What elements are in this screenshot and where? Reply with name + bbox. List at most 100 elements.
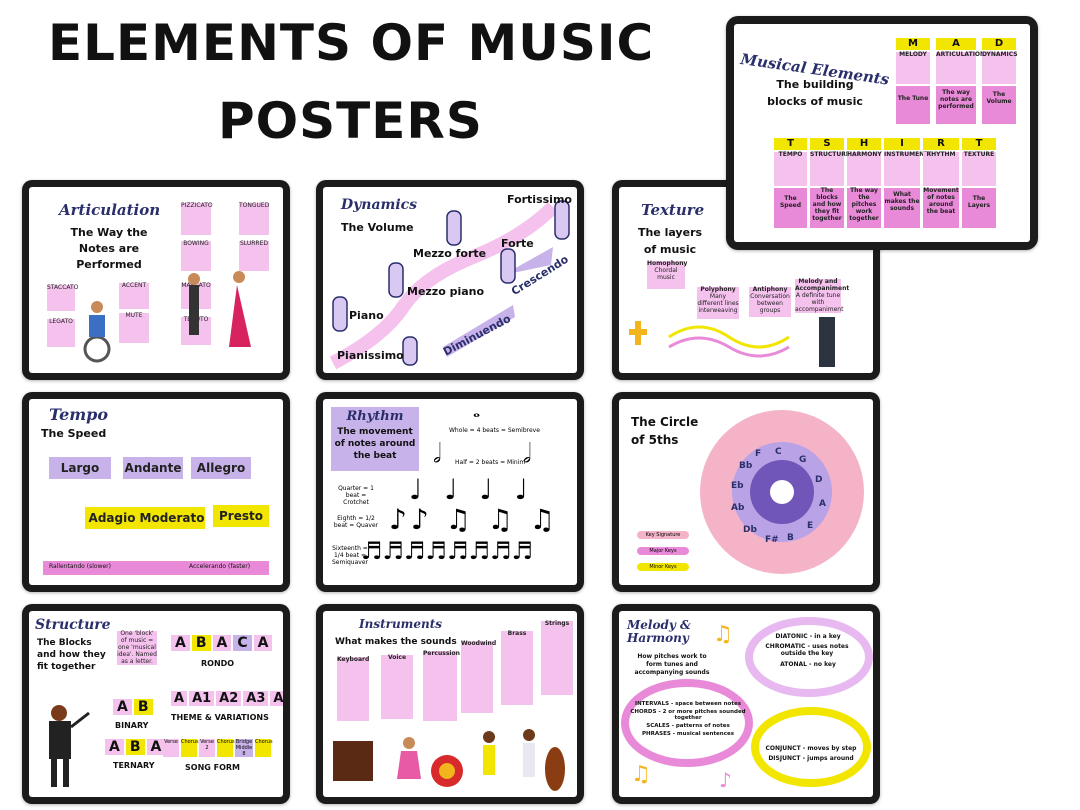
melody-subtitle: How pitches work to form tunes and accom…	[634, 653, 710, 677]
legato-card: LEGATO	[47, 318, 75, 347]
circle-key-e: E	[807, 521, 814, 531]
accent-card: ACCENT	[119, 282, 149, 309]
tempo-scale-arrow	[43, 561, 269, 575]
song-form-blocks: Verse Chorus Verse 2 Chorus Bridge Middl…	[163, 739, 273, 757]
binary-label: BINARY	[115, 721, 149, 730]
structure-subtitle: The Blocks and how they fit together	[37, 638, 106, 673]
cloud3-conjunct: CONJUNCT - moves by step	[765, 745, 857, 752]
staccato-card: STACCATO	[47, 284, 78, 311]
articulation-title: Articulation	[59, 201, 161, 219]
dynamics-forte: Forte	[501, 237, 534, 250]
mad-card-dynamics: D DYNAMICS The Volume	[982, 38, 1018, 124]
rondo-blocks: A B A C A	[171, 635, 273, 651]
circle-key-g: G	[799, 455, 807, 465]
pizzicato-card: PIZZICATO	[181, 202, 213, 235]
cloud2-intervals: INTERVALS - space between notes	[635, 701, 741, 707]
sixteenth-notes: ♬♬♬♬♬♬♬♬	[361, 537, 534, 565]
half-note-symbol-1: 𝅗𝅥	[433, 439, 442, 469]
rhythm-title: Rhythm	[346, 409, 404, 424]
rhythm-sixteenth: Sixteenth = 1/4 beat = Semiquaver	[331, 545, 368, 566]
page-title-line2: POSTERS	[218, 92, 483, 150]
woodwind-card: Woodwind	[461, 640, 496, 713]
instruments-poster: Instruments What makes the sounds Keyboa…	[316, 604, 584, 804]
cloud1-atonal: ATONAL - no key	[780, 661, 836, 668]
keyboard-card: Keyboard	[337, 656, 369, 721]
rhythm-eighth: Eighth = 1/2 beat = Quaver	[333, 515, 379, 529]
structure-block-note: One 'block' of music = one 'musical idea…	[117, 630, 157, 665]
tempo-accelerando: Accelerando (faster)	[189, 563, 251, 570]
mute-card: MUTE	[119, 312, 149, 343]
clouds-illustration: ♫ ♫ ♪	[621, 617, 873, 792]
dynamics-title: Dynamics	[341, 197, 418, 213]
strings-card: Strings	[541, 620, 573, 695]
circle-key-b: B	[787, 533, 794, 543]
dynamics-mezzo-forte: Mezzo forte	[413, 247, 487, 260]
dynamics-piano: Piano	[349, 309, 384, 322]
whole-note-symbol: 𝅝	[473, 401, 481, 422]
tempo-subtitle: The Speed	[41, 427, 107, 440]
circle-key-bb: Bb	[739, 461, 753, 471]
cloud1-diatonic: DIATONIC - in a key	[775, 633, 841, 640]
tempo-largo: Largo	[49, 457, 111, 479]
tempo-poster: Tempo The Speed Largo Andante Allegro Ad…	[22, 392, 290, 592]
musical-elements-poster: Musical Elements The building blocks of …	[726, 16, 1038, 250]
circle-key-ab: Ab	[731, 503, 745, 513]
tempo-adagio: Adagio	[85, 507, 139, 529]
rhythm-whole: Whole = 4 beats = Semibreve	[449, 427, 540, 434]
articulation-subtitle: The Way the Notes are Performed	[70, 226, 148, 271]
circle-key-d: D	[815, 475, 823, 485]
dynamics-mezzo-piano: Mezzo piano	[407, 285, 485, 298]
tshirt-card-harmony: H HARMONY The way the pitches work toget…	[847, 138, 882, 228]
tempo-allegro: Allegro	[191, 457, 251, 479]
rhythm-title-box: Rhythm The movement of notes around the …	[331, 407, 419, 471]
svg-text:♪: ♪	[719, 768, 732, 792]
tshirt-row: T TEMPO The Speed S STRUCTURE The blocks…	[774, 138, 996, 228]
circle-of-fifths-poster: The Circle of 5ths C G D A E B F# Db Ab …	[612, 392, 880, 592]
musicians-illustration	[83, 271, 251, 363]
cloud2-scales: SCALES - patterns of notes	[646, 723, 730, 729]
eighth-notes: ♪♪ ♫ ♫ ♫	[389, 503, 559, 536]
cloud2-phrases: PHRASES - musical sentences	[642, 731, 734, 737]
ternary-label: TERNARY	[113, 761, 155, 770]
svg-text:♫: ♫	[713, 622, 733, 647]
tongued-card: TONGUED	[239, 202, 269, 235]
tempo-presto: Presto	[213, 505, 269, 527]
dynamics-poster: Dynamics The Volume Fortissimo Forte Mez…	[316, 180, 584, 380]
texture-title: Texture	[641, 201, 705, 219]
theme-label: THEME & VARIATIONS	[171, 713, 269, 722]
rhythm-subtitle: The movement of notes around the beat	[334, 427, 416, 462]
structure-title: Structure	[35, 617, 111, 633]
binary-blocks: A B	[113, 699, 153, 715]
circle-key-a: A	[819, 499, 826, 509]
slurred-card: SLURRED	[239, 240, 269, 271]
voice-card: Voice	[381, 654, 413, 719]
cloud1-chromatic: CHROMATIC - uses notes outside the key	[765, 643, 849, 657]
texture-subtitle: The layers of music	[637, 226, 703, 256]
tshirt-card-instruments: I INSTRUMENTS What makes the sounds	[884, 138, 933, 228]
legend-major-keys: Major Keys	[637, 547, 689, 555]
melody-harmony-poster: ♫ ♫ ♪ Melody & Harmony How pitches work …	[612, 604, 880, 804]
circle-title: The Circle of 5ths	[631, 415, 699, 447]
tshirt-card-rhythm: R RHYTHM Movement of notes around the be…	[923, 138, 959, 228]
instruments-subtitle: What makes the sounds	[335, 637, 457, 647]
mad-card-melody: M MELODY The Tune	[896, 38, 930, 124]
circle-key-fsharp: F#	[765, 535, 779, 545]
tempo-moderato: Moderato	[139, 507, 205, 529]
ternary-blocks: A B A	[105, 739, 166, 755]
song-form-label: SONG FORM	[185, 763, 240, 772]
mad-row: M MELODY The Tune A ARTICULATION The way…	[896, 38, 1018, 124]
legend-minor-keys: Minor Keys	[637, 563, 689, 571]
band-illustration	[333, 729, 565, 791]
instruments-title: Instruments	[359, 617, 443, 631]
circle-key-db: Db	[743, 525, 757, 535]
cloud3-disjunct: DISJUNCT - jumps around	[768, 755, 854, 762]
quarter-notes: ♩♩♩♩	[409, 473, 550, 506]
tshirt-card-tempo: T TEMPO The Speed	[774, 138, 807, 228]
articulation-poster: Articulation The Way the Notes are Perfo…	[22, 180, 290, 380]
melody-title: Melody & Harmony	[627, 618, 691, 646]
circle-of-fifths-wheel	[700, 410, 864, 574]
